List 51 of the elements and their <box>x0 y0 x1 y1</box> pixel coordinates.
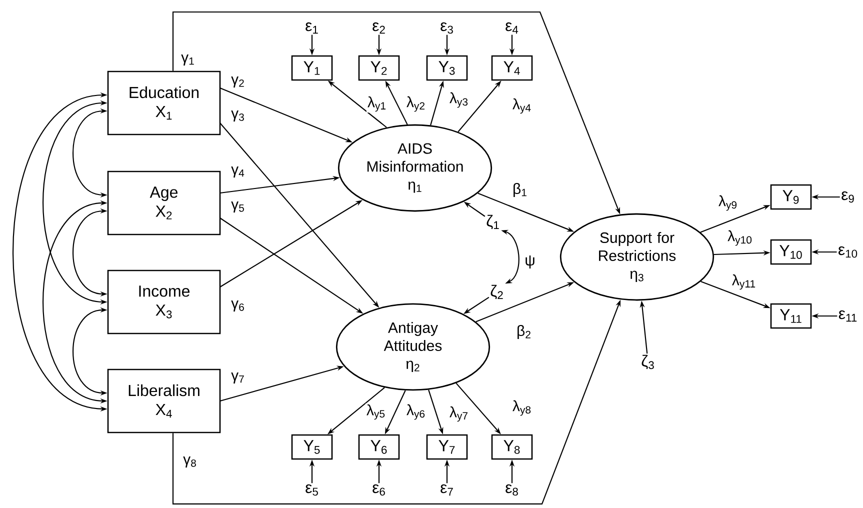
variable-box: Education X$_{1}$ <box>107 70 221 136</box>
edge-label: λ$_{y3}$ <box>448 91 470 109</box>
edge-label: γ$_{2}$ <box>230 75 246 88</box>
indicator-box: Y$_{1}$ <box>291 55 333 81</box>
error-label: ε$_{6}$ <box>371 483 387 497</box>
indicator-box: Y$_{5}$ <box>291 434 333 460</box>
indicator-box: Y$_{2}$ <box>358 55 400 81</box>
indicator-box: Y$_{8}$ <box>491 434 533 460</box>
error-label: ε$_{9}$ <box>840 190 856 204</box>
indicator-box: Y$_{11}$ <box>770 303 812 329</box>
edge-label: λ$_{y7}$ <box>448 405 470 423</box>
edge-label: γ$_{5}$ <box>230 200 246 214</box>
error-label: ε$_{11}$ <box>837 309 859 323</box>
edge-label: β$_{1}$ <box>512 182 528 198</box>
edge-label: γ$_{3}$ <box>230 109 246 122</box>
edge-label: λ$_{y6}$ <box>405 403 427 421</box>
error-label: ε$_{5}$ <box>304 483 320 497</box>
indicator-box: Y$_{6}$ <box>358 434 400 460</box>
variable-box: Age X$_{2}$ <box>107 170 221 236</box>
edge-label: λ$_{y4}$ <box>511 97 533 115</box>
indicator-box: Y$_{10}$ <box>770 239 812 265</box>
error-label: ε$_{3}$ <box>439 21 455 35</box>
edge-label: γ$_{7}$ <box>230 371 246 384</box>
error-label: ε$_{4}$ <box>504 21 520 35</box>
error-label: ε$_{2}$ <box>371 21 387 35</box>
disturbance-label: ζ$_{2}$ <box>489 284 505 300</box>
indicator-box: Y$_{3}$ <box>426 55 468 81</box>
edge-label: λ$_{y5}$ <box>365 403 387 421</box>
edge-label: λ$_{y2}$ <box>405 95 427 113</box>
edge-label: λ$_{y11}$ <box>730 273 758 291</box>
edge-label: γ$_{8}$ <box>182 455 198 468</box>
variable-box: Income X$_{3}$ <box>107 270 221 334</box>
edge-label: γ$_{4}$ <box>230 165 246 178</box>
error-label: ε$_{8}$ <box>504 483 520 497</box>
indicator-box: Y$_{9}$ <box>770 184 812 210</box>
edge-label: λ$_{y8}$ <box>511 399 533 417</box>
error-label: ε$_{1}$ <box>304 21 320 35</box>
edge-label: λ$_{y1}$ <box>366 95 388 113</box>
edge-label: λ$_{y10}$ <box>726 229 754 247</box>
error-label: ε$_{7}$ <box>439 483 455 497</box>
disturbance-label: ζ$_{3}$ <box>640 354 656 370</box>
edge-label: λ$_{y9}$ <box>717 194 739 212</box>
variable-box: Liberalism X$_{4}$ <box>107 368 221 434</box>
edge-label: γ$_{6}$ <box>230 299 246 312</box>
edge-label: γ$_{1}$ <box>180 53 196 66</box>
edge-label: β$_{2}$ <box>516 324 532 340</box>
indicator-box: Y$_{7}$ <box>426 434 468 460</box>
disturbance-label: ζ$_{1}$ <box>485 214 501 230</box>
indicator-box: Y$_{4}$ <box>491 55 533 81</box>
edge-label: ψ <box>524 254 536 270</box>
error-label: ε$_{10}$ <box>836 245 860 259</box>
